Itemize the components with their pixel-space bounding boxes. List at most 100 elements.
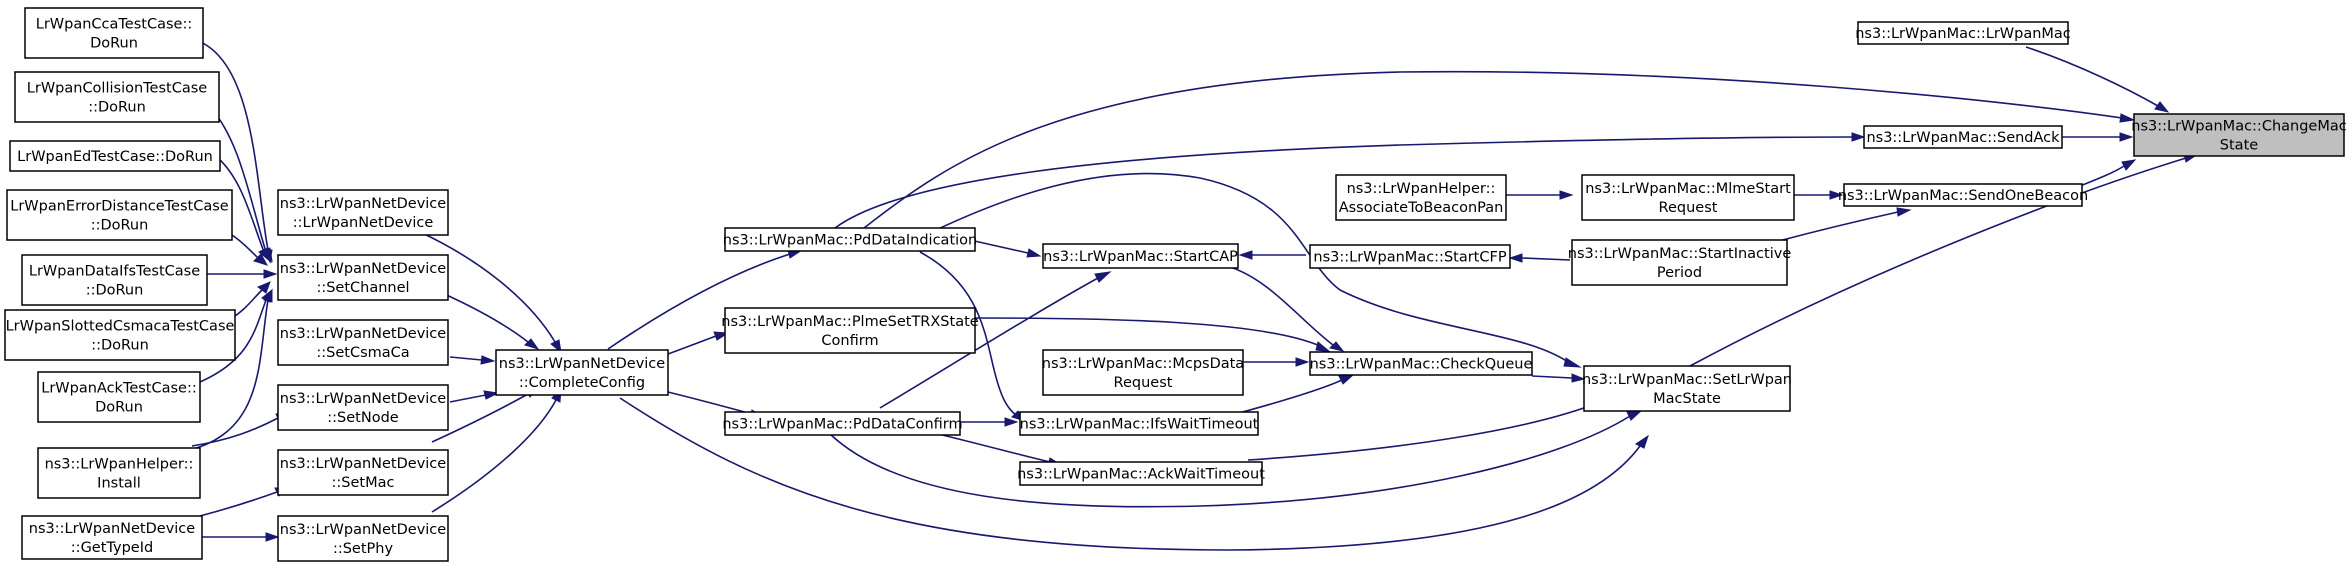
node-ack[interactable]: LrWpanAckTestCase::DoRun: [37, 371, 201, 423]
node-label: ns3::LrWpanNetDevice: [280, 326, 447, 342]
node-box: [1857, 21, 2069, 45]
node-sendonebeacon[interactable]: ns3::LrWpanMac::SendOneBeacon: [1838, 183, 2088, 207]
node-box: [6, 189, 233, 241]
edge-plmesettrx-checkqueue: [973, 317, 1332, 353]
node-pddataind[interactable]: ns3::LrWpanMac::PdDataIndication: [723, 227, 977, 252]
node-lrwpanmac[interactable]: ns3::LrWpanMac::LrWpanMac: [1855, 21, 2071, 45]
node-label: LrWpanSlottedCsmacaTestCase: [6, 319, 235, 335]
node-label: LrWpanEdTestCase::DoRun: [17, 149, 213, 165]
node-label: LrWpanErrorDistanceTestCase: [10, 199, 229, 215]
node-label: Request: [1659, 200, 1718, 216]
edge-startinactive-startcfp: [1508, 253, 1571, 263]
node-startcap[interactable]: ns3::LrWpanMac::StartCAP: [1042, 243, 1239, 269]
edge-sendack-changemacstate: [2062, 132, 2134, 142]
node-label: ns3::LrWpanMac::StartCAP: [1043, 249, 1238, 265]
node-label: ::SetPhy: [333, 541, 394, 557]
node-label: ns3::LrWpanMac::SendAck: [1866, 130, 2060, 146]
node-label: LrWpanAckTestCase::: [41, 381, 197, 397]
edge-setcsmaca-completeconfig: [449, 355, 496, 365]
node-label: Request: [1114, 375, 1173, 391]
node-box: [37, 447, 201, 499]
edge-associate-mlmestart: [1504, 190, 1574, 200]
node-label: ns3::LrWpanNetDevice: [499, 356, 666, 372]
node-setmac[interactable]: ns3::LrWpanNetDevice::SetMac: [277, 449, 449, 496]
edge-startcap-checkqueue: [1229, 266, 1345, 352]
node-box: [277, 449, 449, 496]
node-box: [277, 189, 449, 236]
node-label: Install: [97, 476, 141, 492]
node-errdist[interactable]: LrWpanErrorDistanceTestCase::DoRun: [6, 189, 233, 241]
node-collision[interactable]: LrWpanCollisionTestCase::DoRun: [14, 71, 220, 123]
node-label: ns3::LrWpanMac::SendOneBeacon: [1838, 188, 2088, 204]
node-setphy[interactable]: ns3::LrWpanNetDevice::SetPhy: [277, 515, 449, 562]
node-ifswait[interactable]: ns3::LrWpanMac::IfsWaitTimeout: [1019, 411, 1259, 436]
node-checkqueue[interactable]: ns3::LrWpanMac::CheckQueue: [1309, 351, 1533, 376]
node-completeconfig[interactable]: ns3::LrWpanNetDevice::CompleteConfig: [495, 349, 669, 396]
node-label: ns3::LrWpanMac::McpsData: [1042, 356, 1244, 372]
node-box: [277, 384, 449, 431]
node-gettypeid[interactable]: ns3::LrWpanNetDevice::GetTypeId: [21, 515, 203, 560]
node-pddataconfirm[interactable]: ns3::LrWpanMac::PdDataConfirm: [722, 411, 963, 436]
node-label: ns3::LrWpanMac::SetLrWpan: [1582, 372, 1792, 388]
node-startcfp[interactable]: ns3::LrWpanMac::StartCFP: [1309, 244, 1511, 269]
node-setcsmaca[interactable]: ns3::LrWpanNetDevice::SetCsmaCa: [277, 319, 449, 366]
node-associate[interactable]: ns3::LrWpanHelper::AssociateToBeaconPan: [1335, 174, 1507, 221]
node-box: [724, 307, 976, 354]
node-label: ::DoRun: [91, 338, 149, 354]
node-box: [21, 254, 208, 306]
node-slotted[interactable]: LrWpanSlottedCsmacaTestCase::DoRun: [4, 309, 236, 361]
node-dataifs[interactable]: LrWpanDataIfsTestCase::DoRun: [21, 254, 208, 306]
node-sendack[interactable]: ns3::LrWpanMac::SendAck: [1863, 125, 2063, 149]
node-box: [724, 411, 961, 436]
node-label: ns3::LrWpanMac::PlmeSetTRXState: [721, 314, 978, 330]
node-box: [1863, 125, 2063, 149]
node-label: ns3::LrWpanHelper::: [45, 457, 194, 473]
node-box: [1019, 461, 1263, 486]
node-box: [277, 319, 449, 366]
edge-checkqueue-setlrwpanmacstate: [1531, 373, 1586, 383]
node-label: ns3::LrWpanNetDevice: [280, 391, 447, 407]
node-ed[interactable]: LrWpanEdTestCase::DoRun: [9, 140, 221, 172]
node-label: ::DoRun: [91, 218, 149, 234]
node-label: ::SetMac: [332, 475, 395, 491]
edge-pddataind-startcap: [969, 239, 1042, 258]
node-label: DoRun: [95, 400, 143, 416]
edge-lrwpanmac-changemacstate: [2025, 46, 2170, 113]
node-label: ::LrWpanNetDevice: [293, 215, 434, 231]
node-ackwait[interactable]: ns3::LrWpanMac::AckWaitTimeout: [1017, 461, 1265, 486]
node-helperinstall[interactable]: ns3::LrWpanHelper::Install: [37, 447, 201, 499]
edge-setphy-completeconfig: [431, 387, 562, 513]
node-setnode[interactable]: ns3::LrWpanNetDevice::SetNode: [277, 384, 449, 431]
node-label: ::DoRun: [86, 283, 144, 299]
node-setchannel[interactable]: ns3::LrWpanNetDevice::SetChannel: [277, 254, 449, 301]
node-box: [21, 515, 203, 560]
node-label: ::SetChannel: [316, 280, 409, 296]
node-box: [1581, 174, 1795, 221]
edge-pddataconfirm-startcap: [879, 271, 1112, 409]
edge-completeconfig-plmesettrx: [667, 331, 730, 355]
graph-nodes: LrWpanCcaTestCase::DoRunLrWpanCollisionT…: [4, 7, 2347, 562]
node-label: ::SetNode: [327, 410, 399, 426]
edge-helperinstall-setchannel: [189, 288, 273, 451]
node-netdevctor[interactable]: ns3::LrWpanNetDevice::LrWpanNetDevice: [277, 189, 449, 236]
node-label: LrWpanCollisionTestCase: [27, 81, 208, 97]
node-label: ::SetCsmaCa: [316, 345, 409, 361]
edge-sendonebeacon-changemacstate: [2079, 159, 2137, 187]
node-box: [277, 515, 449, 562]
node-box: [1843, 183, 2083, 207]
node-box: [1019, 411, 1259, 436]
edge-ackwait-setlrwpanmacstate: [1247, 397, 1614, 461]
edge-pddataconfirm-ackwait: [929, 431, 1063, 467]
edge-gettypeid-setmac: [199, 487, 290, 517]
node-label: ns3::LrWpanNetDevice: [280, 522, 447, 538]
edge-gettypeid-setphy: [202, 532, 280, 542]
node-box: [1335, 174, 1507, 221]
node-cca[interactable]: LrWpanCcaTestCase::DoRun: [24, 7, 204, 59]
node-label: LrWpanDataIfsTestCase: [29, 264, 200, 280]
